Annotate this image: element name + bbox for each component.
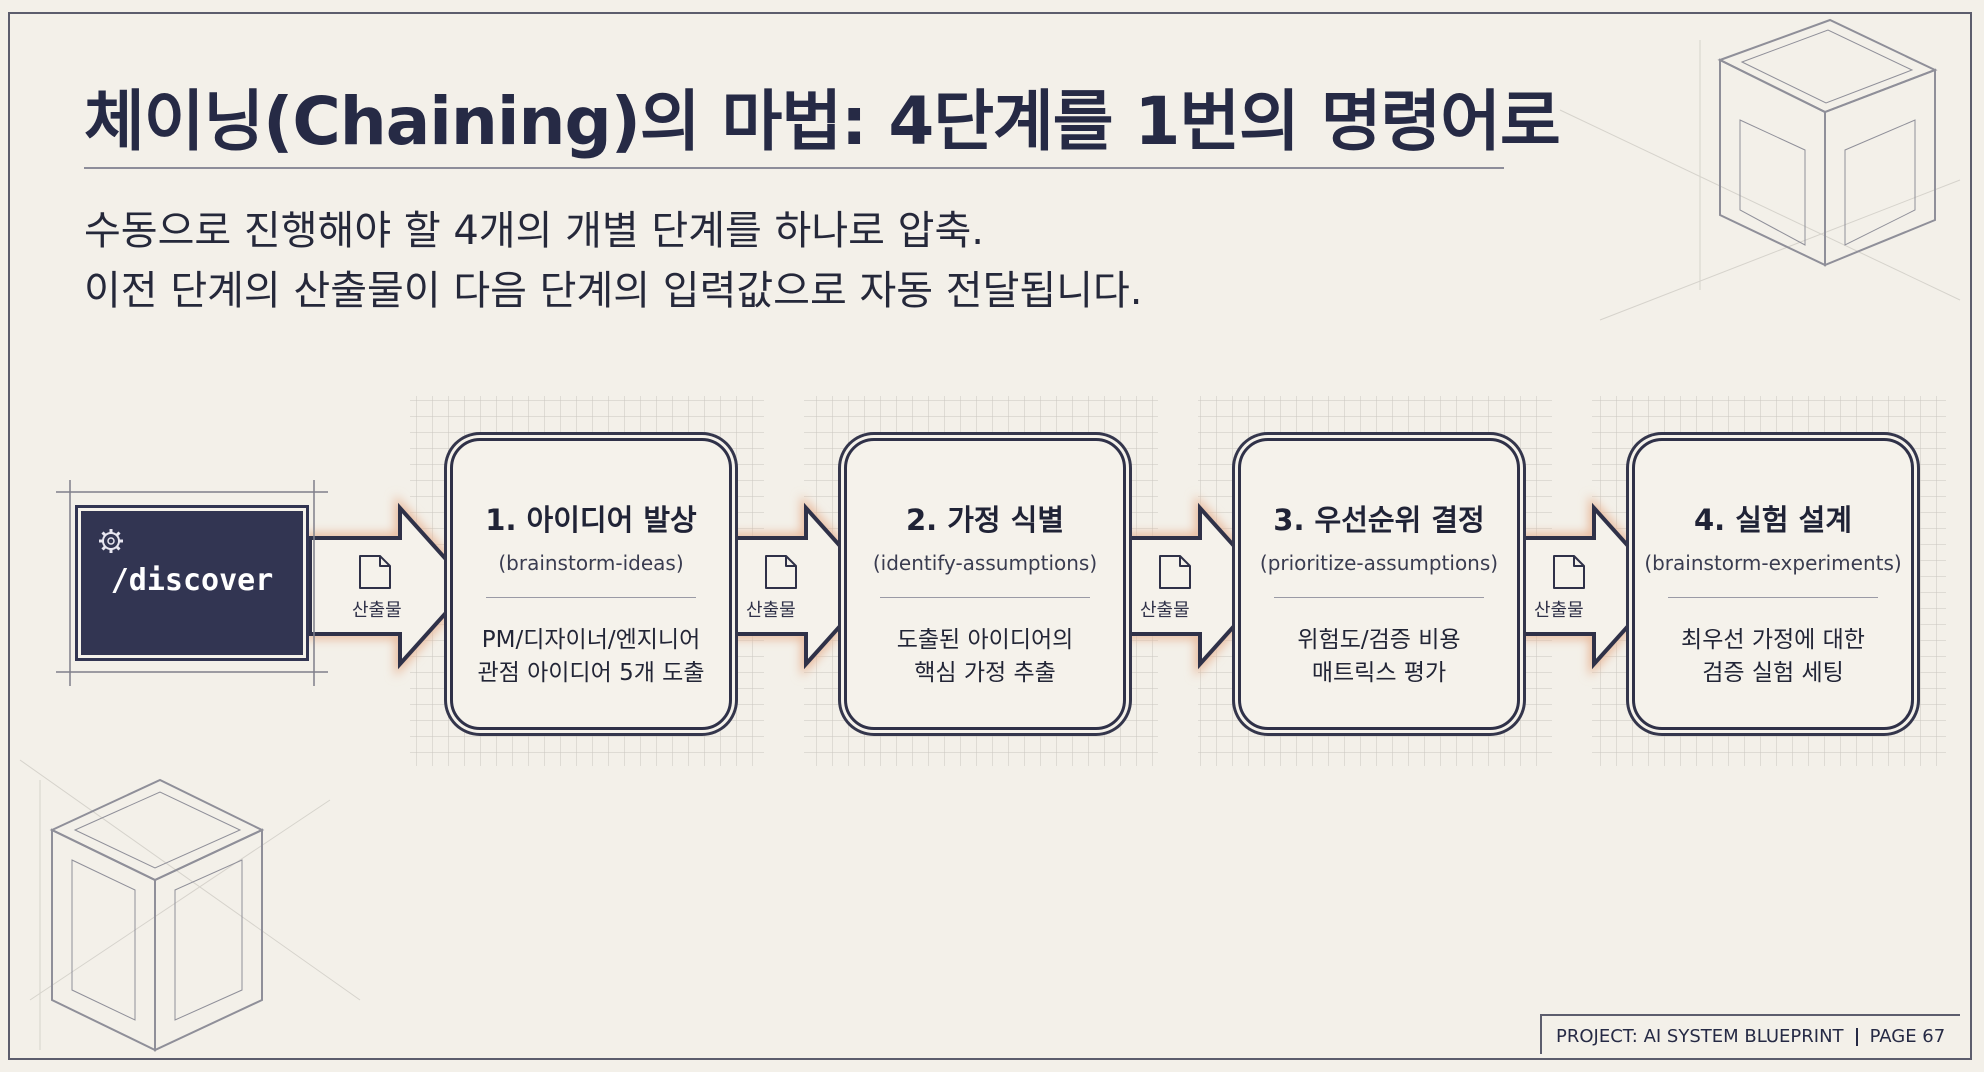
arrow-output-label-4: 산출물 (1534, 600, 1584, 621)
step-title: 3. 우선순위 결정 (1273, 503, 1485, 537)
step-description-line: 핵심 가정 추출 (914, 660, 1056, 686)
document-icon (1553, 555, 1585, 589)
step-command: (brainstorm-experiments) (1644, 551, 1902, 575)
step-card-3: 3. 우선순위 결정 (prioritize-assumptions) 위험도/… (1238, 438, 1520, 730)
step-description-line: PM/디자이너/엔지니어 (481, 627, 701, 653)
step-description: PM/디자이너/엔지니어 관점 아이디어 5개 도출 (453, 624, 729, 690)
subtitle-line-1: 수동으로 진행해야 할 4개의 개별 단계를 하나로 압축. (84, 208, 984, 254)
step-title: 1. 아이디어 발상 (485, 503, 697, 537)
command-label: /discover (110, 563, 274, 598)
cube-bottom-left (49, 778, 265, 1052)
crop-marks (56, 480, 328, 686)
step-description-line: 위험도/검증 비용 (1297, 627, 1461, 653)
footer-page: PAGE 67 (1869, 1026, 1946, 1047)
step-description-line: 매트릭스 평가 (1311, 660, 1447, 686)
footer-project: PROJECT: AI SYSTEM BLUEPRINT (1556, 1026, 1844, 1047)
step-divider (880, 597, 1090, 598)
step-title: 4. 실험 설계 (1693, 503, 1853, 537)
step-description: 위험도/검증 비용 매트릭스 평가 (1241, 624, 1517, 690)
document-icon (765, 555, 797, 589)
step-description-line: 관점 아이디어 5개 도출 (477, 660, 705, 686)
step-command: (brainstorm-ideas) (498, 551, 684, 575)
step-description-line: 최우선 가정에 대한 (1681, 627, 1865, 653)
step-divider (1668, 597, 1878, 598)
document-icon (1159, 555, 1191, 589)
command-box: /discover (78, 508, 306, 658)
step-card-4: 4. 실험 설계 (brainstorm-experiments) 최우선 가정… (1632, 438, 1914, 730)
arrow-output-label-1: 산출물 (352, 600, 402, 621)
step-divider (1274, 597, 1484, 598)
step-description: 도출된 아이디어의 핵심 가정 추출 (847, 624, 1123, 690)
cube-top-right (1717, 18, 1938, 267)
step-description-line: 도출된 아이디어의 (896, 627, 1074, 653)
step-divider (486, 597, 696, 598)
connector-arrows (305, 494, 1671, 678)
footer: PROJECT: AI SYSTEM BLUEPRINT PAGE 67 (1540, 1014, 1960, 1054)
step-title: 2. 가정 식별 (905, 503, 1065, 537)
title-divider (84, 167, 1504, 169)
subtitle-line-2: 이전 단계의 산출물이 다음 단계의 입력값으로 자동 전달됩니다. (84, 268, 1143, 314)
step-description-line: 검증 실험 세팅 (1702, 660, 1844, 686)
step-command: (prioritize-assumptions) (1259, 551, 1499, 575)
footer-separator (1855, 1028, 1858, 1046)
document-icon (359, 555, 391, 589)
step-command: (identify-assumptions) (872, 551, 1098, 575)
page-title: 체이닝(Chaining)의 마법: 4단계를 1번의 명령어로 (84, 83, 1561, 160)
step-description: 최우선 가정에 대한 검증 실험 세팅 (1635, 624, 1911, 690)
step-card-2: 2. 가정 식별 (identify-assumptions) 도출된 아이디어… (844, 438, 1126, 730)
gear-icon (99, 529, 123, 553)
arrow-output-label-3: 산출물 (1140, 600, 1190, 621)
construction-lines (19, 40, 1961, 1050)
step-card-1: 1. 아이디어 발상 (brainstorm-ideas) PM/디자이너/엔지… (450, 438, 732, 730)
slide-frame (8, 12, 1972, 1060)
arrow-output-label-2: 산출물 (746, 600, 796, 621)
